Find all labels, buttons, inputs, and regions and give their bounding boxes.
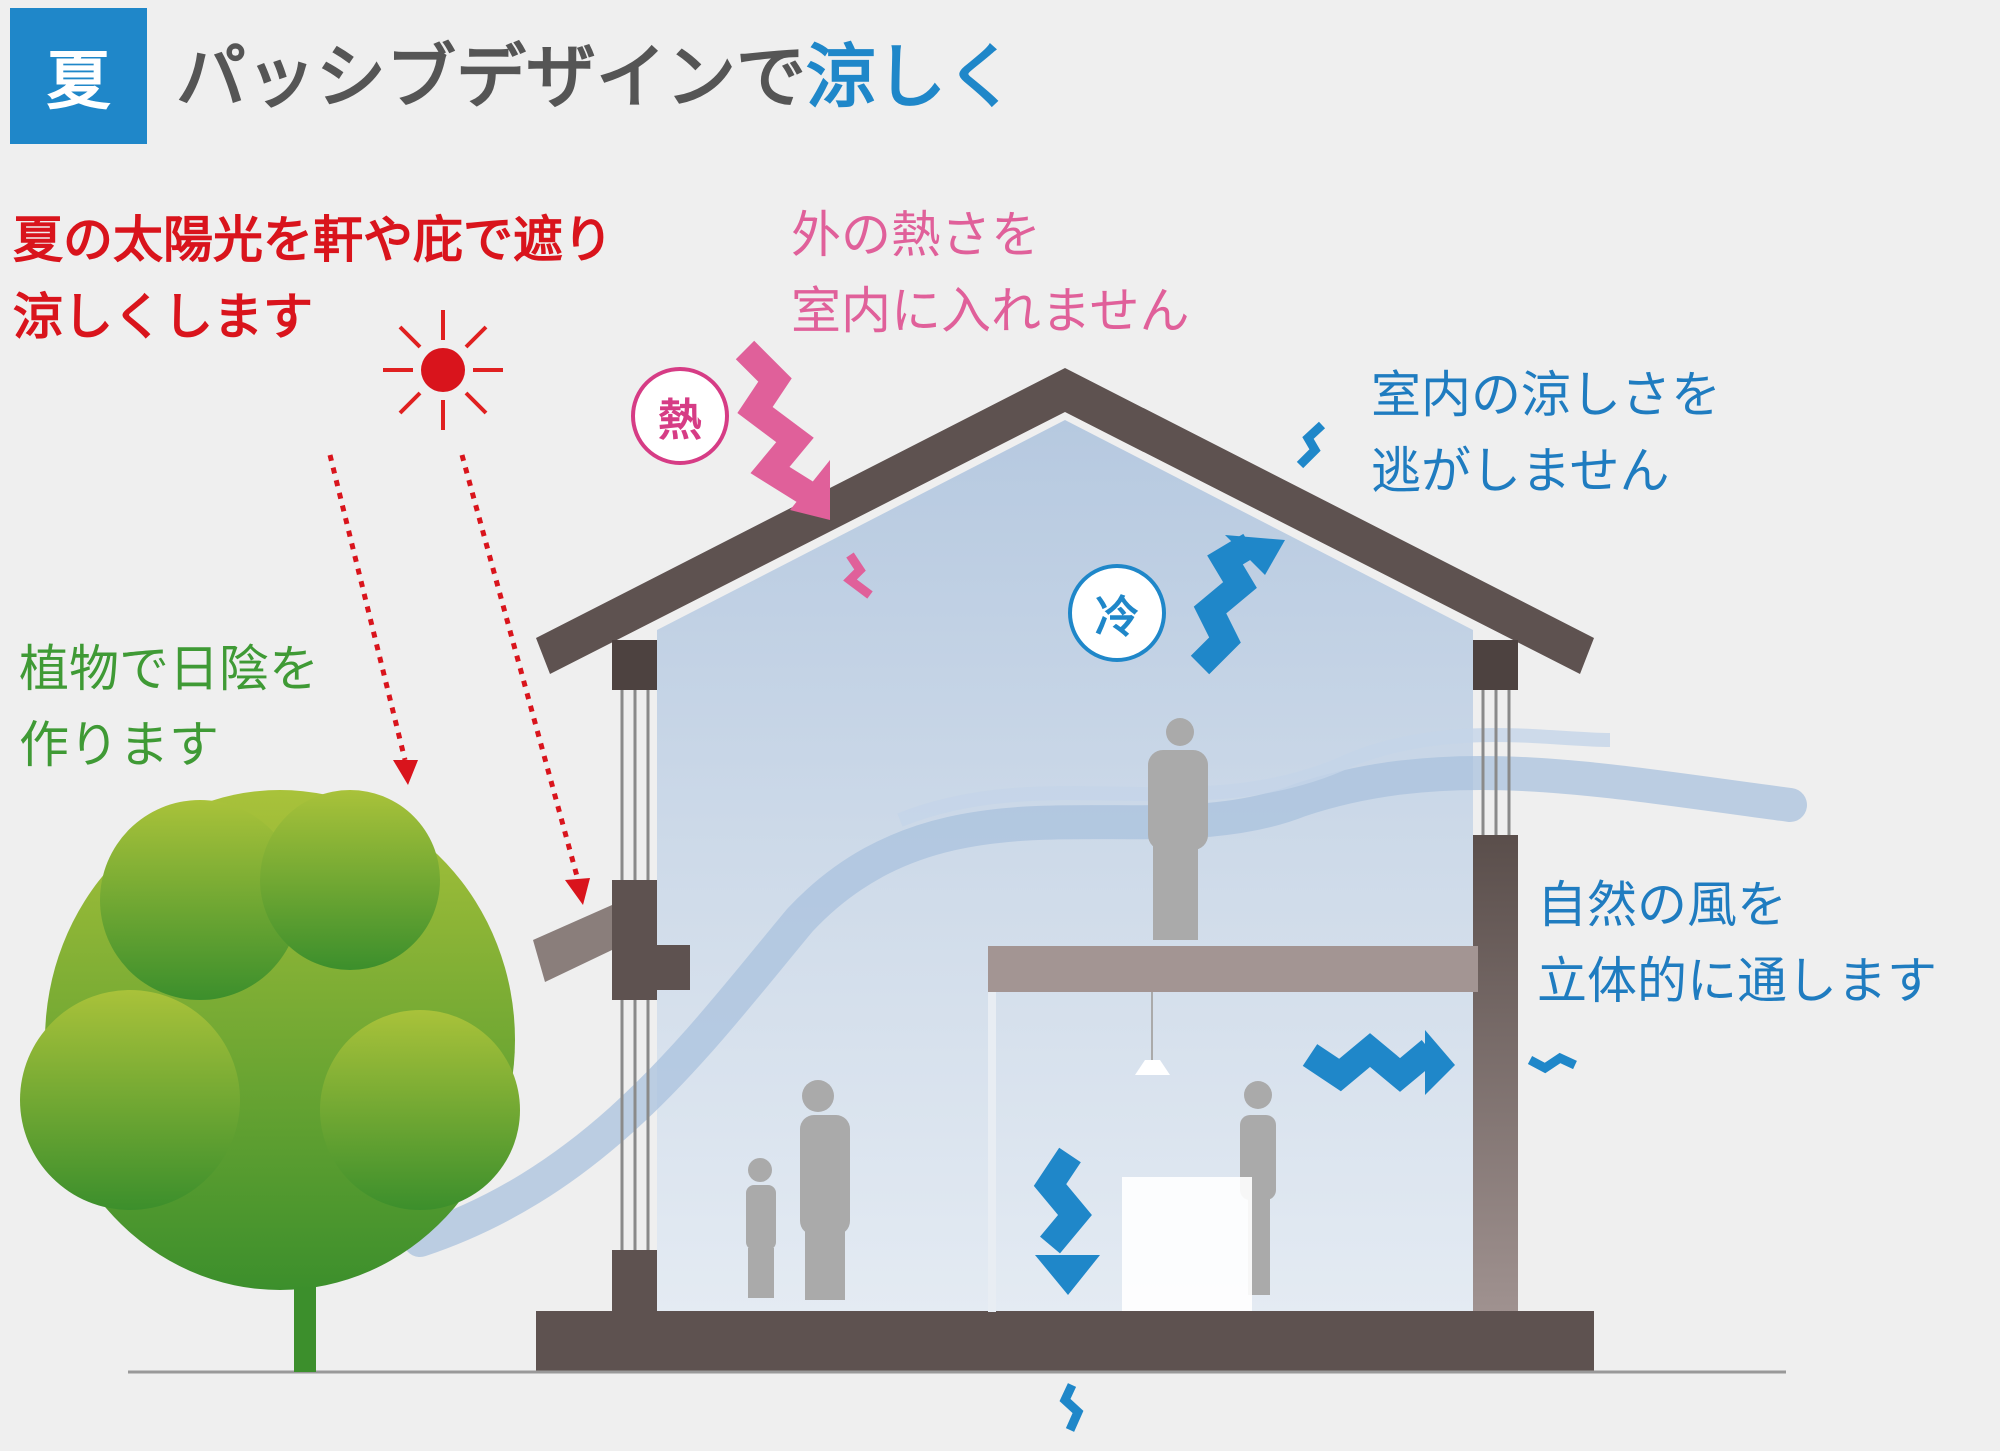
right-wall <box>1473 835 1518 1315</box>
heat-arrow <box>735 340 817 507</box>
people-silhouettes <box>746 718 1276 1300</box>
cold-arrow <box>1190 533 1257 675</box>
sun-icon <box>383 310 503 430</box>
title-main: パッシブデザインで <box>176 36 806 118</box>
second-floor <box>988 946 1478 992</box>
eave-shade <box>533 905 612 982</box>
natural-wind-caption-1: 自然の風を <box>1537 876 1787 934</box>
keep-cool-caption-2: 逃がしません <box>1371 442 1670 500</box>
page-title: パッシブデザインで涼しく <box>176 42 1016 112</box>
sun-shading-caption-1: 夏の太陽光を軒や庇で遮り <box>13 211 613 269</box>
heat-block-caption-1: 外の熱さを <box>791 206 1041 264</box>
floor-cool-arrow <box>1033 1147 1092 1254</box>
heat-badge: 熱 <box>631 367 729 465</box>
wind-arrow <box>1302 1033 1439 1092</box>
title-accent: 涼しく <box>806 36 1016 118</box>
tree-shade-caption-2: 作ります <box>19 716 219 774</box>
kitchen-counter <box>1122 1177 1252 1311</box>
sunlight-arrows <box>327 454 581 881</box>
season-badge: 夏 <box>10 8 147 144</box>
wind-flow <box>403 755 1807 1257</box>
heat-block-caption-2: 室内に入れません <box>791 282 1190 340</box>
keep-cool-caption-1: 室内の涼しさを <box>1371 366 1721 424</box>
foundation <box>536 1311 1594 1371</box>
sun-shading-caption-2: 涼しくします <box>13 288 313 346</box>
left-wall-block <box>612 880 657 1000</box>
cold-badge: 冷 <box>1068 564 1166 662</box>
tree-shade-caption-1: 植物で日陰を <box>19 640 319 698</box>
tree-canopy <box>20 790 520 1290</box>
natural-wind-caption-2: 立体的に通します <box>1537 952 1937 1010</box>
